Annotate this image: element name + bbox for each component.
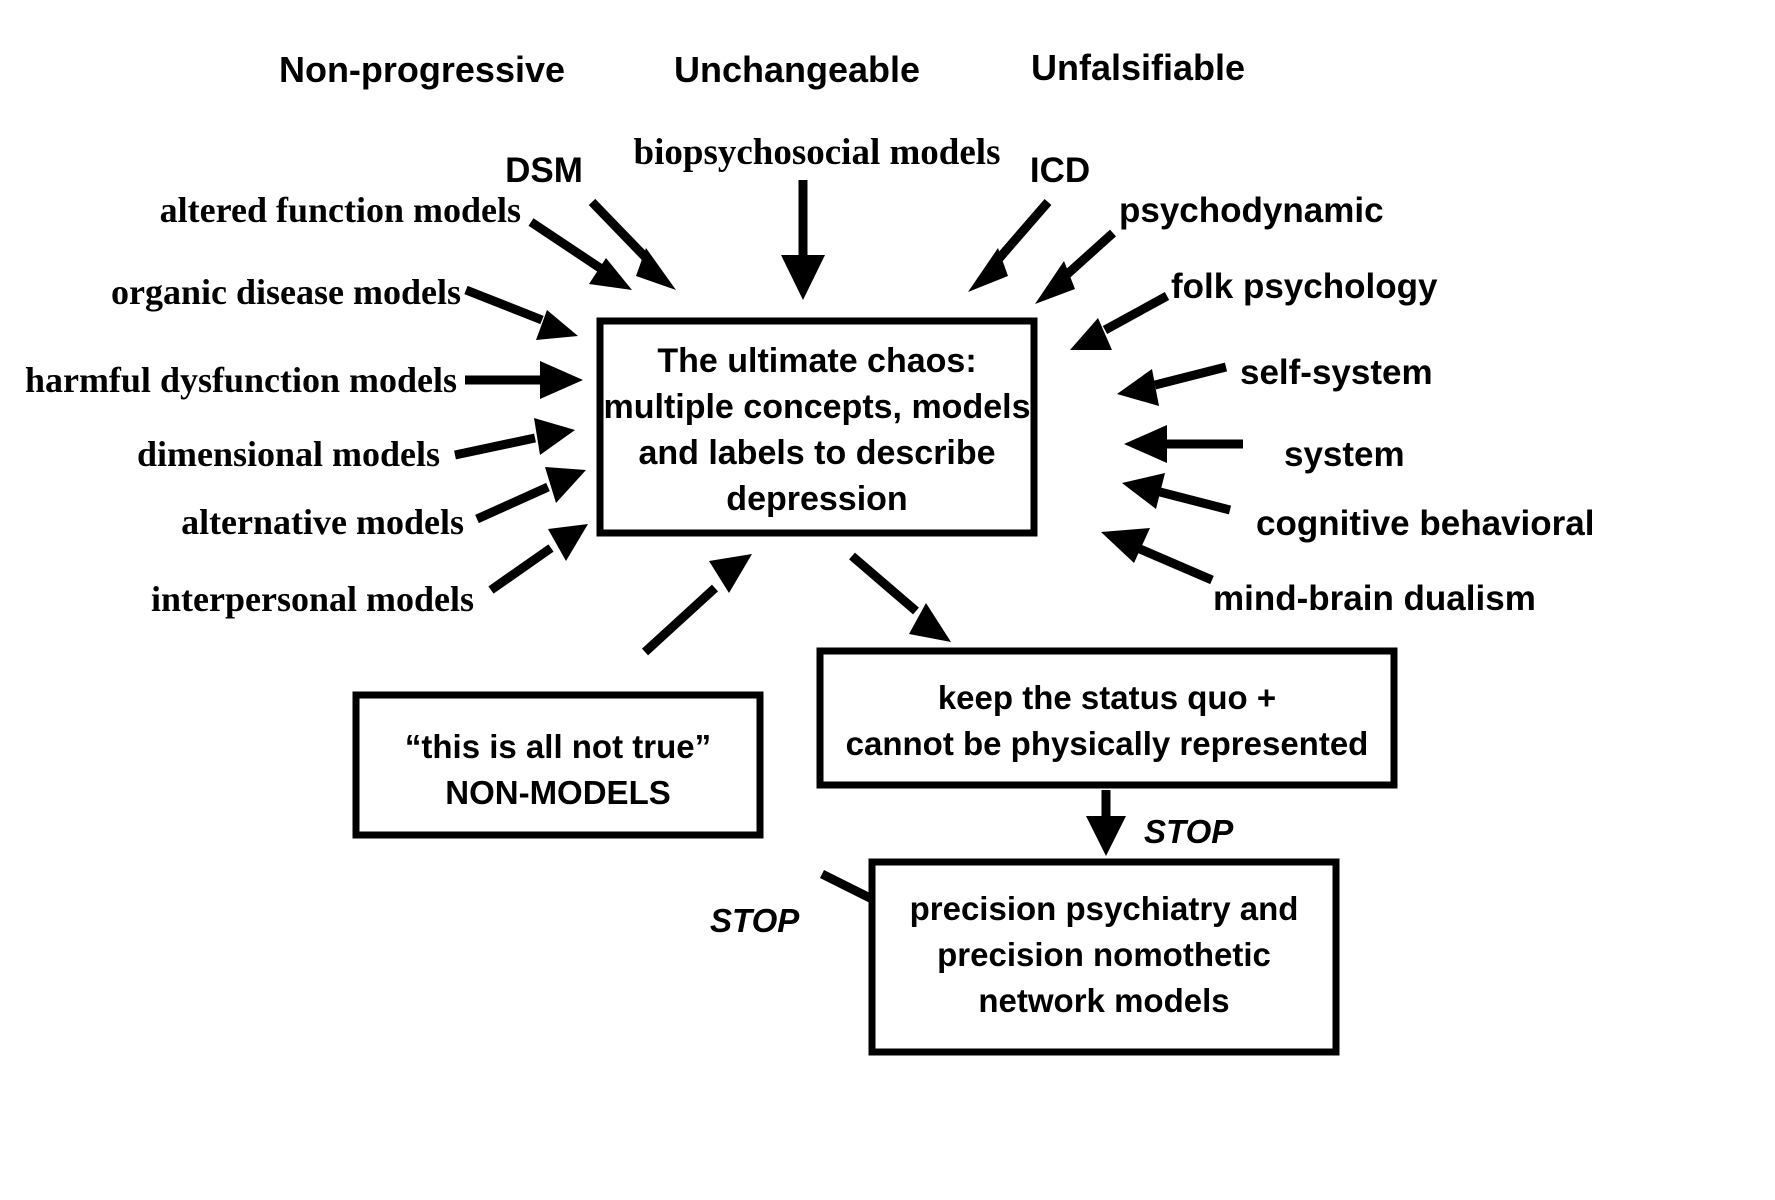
status-quo-line-1: keep the status quo + (938, 679, 1276, 716)
source-dsm: DSM (505, 151, 583, 190)
arrow-non-models-to-chaos (641, 554, 752, 656)
arrow-alternative-models (475, 467, 586, 524)
source-psychodynamic: psychodynamic (1119, 191, 1384, 230)
arrow-altered-function-models (528, 218, 632, 290)
arrow-mind-brain-dualism (1101, 528, 1214, 585)
source-system: system (1284, 435, 1405, 474)
top-source-labels-group: DSM biopsychosocial models ICD (505, 132, 1090, 190)
source-interpersonal-models: interpersonal models (151, 579, 474, 619)
precision-line-3: network models (978, 982, 1229, 1019)
precision-line-1: precision psychiatry and (910, 890, 1299, 927)
source-organic-disease-models: organic disease models (111, 272, 461, 312)
right-source-labels-group: psychodynamic folk psychology self-syste… (1119, 191, 1594, 618)
status-quo-line-2: cannot be physically represented (846, 725, 1369, 762)
box-status-quo[interactable]: keep the status quo + cannot be physical… (816, 647, 1398, 789)
box-non-models[interactable]: “this is all not true” NON-MODELS (352, 691, 764, 839)
arrow-organic-disease-models (464, 285, 578, 340)
arrow-harmful-dysfunction-models (465, 361, 583, 399)
arrow-chaos-to-status-quo (849, 552, 951, 642)
stop-labels-group: STOP STOP (710, 813, 1234, 939)
arrow-biopsychosocial (781, 180, 825, 300)
source-dimensional-models: dimensional models (137, 434, 440, 474)
arrow-dsm (588, 198, 676, 290)
source-alternative-models: alternative models (181, 502, 464, 542)
header-unfalsifiable: Unfalsifiable (1031, 47, 1245, 88)
arrow-self-system (1117, 362, 1228, 406)
source-folk-psychology: folk psychology (1171, 267, 1438, 306)
stop-label-non-models: STOP (710, 902, 800, 939)
arrow-psychodynamic (1035, 229, 1117, 304)
precision-line-2: precision nomothetic (937, 936, 1271, 973)
arrow-icd (968, 199, 1052, 292)
header-non-progressive: Non-progressive (279, 49, 565, 90)
chaos-line-2: multiple concepts, models (604, 388, 1031, 426)
chaos-line-4: depression (726, 480, 907, 518)
non-models-line-2: NON-MODELS (445, 774, 671, 811)
box-precision-psychiatry[interactable]: precision psychiatry and precision nomot… (868, 858, 1340, 1056)
source-mind-brain-dualism: mind-brain dualism (1213, 579, 1536, 618)
box-ultimate-chaos[interactable]: The ultimate chaos: multiple concepts, m… (596, 317, 1038, 537)
arrow-cognitive-behavioral (1122, 473, 1232, 515)
source-icd: ICD (1030, 151, 1090, 190)
source-altered-function-models: altered function models (160, 190, 521, 230)
arrow-status-quo-to-precision (1086, 790, 1126, 856)
header-labels-group: Non-progressive Unchangeable Unfalsifiab… (279, 47, 1245, 90)
inbound-arrows-group (454, 180, 1243, 594)
stop-label-status-quo: STOP (1144, 813, 1234, 850)
header-unchangeable: Unchangeable (674, 49, 920, 90)
arrow-folk-psychology (1070, 292, 1170, 350)
chaos-line-3: and labels to describe (638, 434, 995, 472)
arrow-dimensional-models (454, 418, 575, 460)
source-biopsychosocial-models: biopsychosocial models (634, 132, 1001, 173)
non-models-line-1: “this is all not true” (405, 728, 711, 765)
source-cognitive-behavioral: cognitive behavioral (1256, 504, 1594, 543)
source-harmful-dysfunction-models: harmful dysfunction models (25, 360, 457, 400)
source-self-system: self-system (1240, 353, 1433, 392)
arrow-interpersonal-models (488, 524, 588, 594)
chaos-line-1: The ultimate chaos: (657, 342, 976, 380)
left-source-labels-group: altered function models organic disease … (25, 190, 521, 619)
arrow-system (1124, 425, 1243, 463)
